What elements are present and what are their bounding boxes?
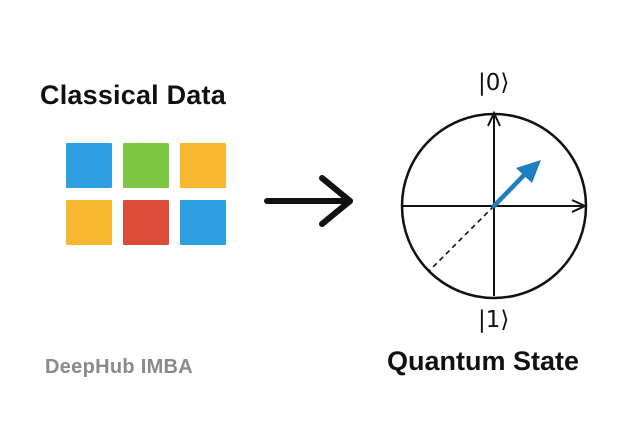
data-cell bbox=[180, 143, 226, 188]
ket-zero-label: |0⟩ bbox=[478, 70, 510, 96]
horizontal-axis-arrowhead bbox=[571, 199, 588, 213]
quantum-state-title: Quantum State bbox=[387, 346, 580, 376]
data-cell bbox=[180, 200, 226, 245]
right-arrow-icon bbox=[264, 175, 353, 227]
classical-data-title: Classical Data bbox=[40, 80, 226, 110]
watermark-text: DeepHub IMBA bbox=[45, 356, 194, 378]
data-cell bbox=[66, 200, 112, 245]
ket-one-label: |1⟩ bbox=[478, 307, 510, 333]
state-vector-arrowhead bbox=[516, 160, 541, 183]
data-cell bbox=[123, 200, 169, 245]
data-cell bbox=[123, 143, 169, 188]
dashed-projection-line bbox=[427, 205, 495, 273]
bloch-sphere bbox=[400, 110, 588, 300]
vertical-axis-arrowhead bbox=[487, 110, 501, 127]
classical-data-grid bbox=[66, 143, 226, 245]
data-cell bbox=[66, 143, 112, 188]
state-vector bbox=[491, 168, 531, 209]
